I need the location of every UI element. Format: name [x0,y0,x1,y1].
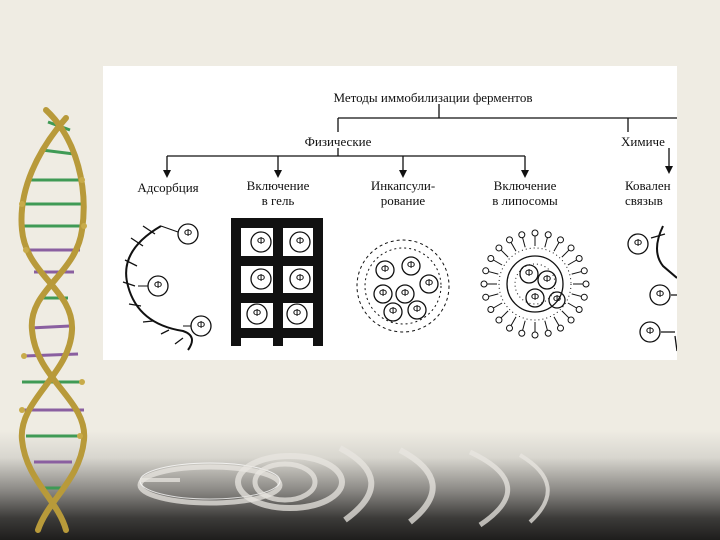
enzyme-symbol: Ф [539,273,555,287]
dna-helix-icon [8,100,108,540]
immobilization-diagram: Методы иммобилизации ферментов Физически… [103,66,677,360]
enzyme-symbol: Ф [289,307,305,321]
method-liposome-label: Включение [475,178,575,193]
method-encapsulation-label: Инкапсули- [358,178,448,193]
enzyme-symbol: Ф [630,237,646,251]
enzyme-symbol: Ф [409,303,425,317]
enzyme-symbol: Ф [292,272,308,286]
enzyme-symbol: Ф [527,291,543,305]
enzyme-symbol: Ф [292,235,308,249]
method-covalent-label: Ковален [625,178,677,193]
chemical-methods-label: Химиче [621,134,677,149]
enzyme-symbol: Ф [377,263,393,277]
enzyme-symbol: Ф [193,319,209,333]
concentric-rings-icon [0,430,720,540]
liposome [499,248,571,320]
method-gel-label: Включение [233,178,323,193]
enzyme-symbol: Ф [397,287,413,301]
method-covalent-label-line2: связыв [625,193,677,208]
enzyme-symbol: Ф [253,272,269,286]
method-gel-label-line2: в гель [233,193,323,208]
enzyme-symbol: Ф [249,307,265,321]
enzyme-symbol: Ф [642,325,658,339]
physical-methods-label: Физические [293,134,383,149]
enzyme-symbol: Ф [375,287,391,301]
enzyme-symbol: Ф [549,293,565,307]
method-adsorption-label: Адсорбция [123,180,213,195]
diagram-title: Методы иммобилизации ферментов [303,90,563,105]
enzyme-symbol: Ф [253,235,269,249]
enzyme-symbol: Ф [180,227,196,241]
enzyme-symbol: Ф [403,259,419,273]
method-encapsulation-label-line2: рование [358,193,448,208]
enzyme-symbol: Ф [385,305,401,319]
enzyme-symbol: Ф [421,277,437,291]
method-liposome-label-line2: в липосомы [475,193,575,208]
enzyme-symbol: Ф [652,288,668,302]
enzyme-symbol: Ф [521,267,537,281]
enzyme-symbol: Ф [150,279,166,293]
